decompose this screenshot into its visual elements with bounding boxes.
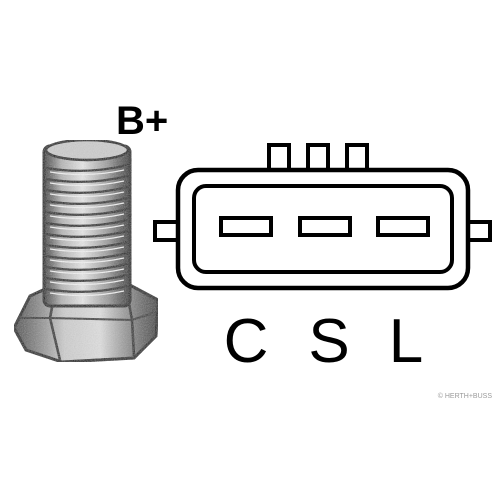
pin-label-s: S [308,307,349,376]
thread-highlight [49,224,125,231]
thread-line [45,196,129,205]
pin-slot-s [298,216,352,237]
connector-inner-cavity [192,184,454,274]
watermark: © HERTH+BUSS [438,392,493,400]
thread-line [45,185,129,194]
thread-line [45,207,129,216]
thread-highlight [49,191,125,198]
thread-line [45,262,129,271]
connector-tab [306,143,330,172]
b-plus-terminal-bolt [12,138,160,364]
thread-line [45,163,129,172]
thread-line [45,284,129,293]
thread-highlight [49,235,125,242]
connector-tab [345,143,369,172]
pin-slot-l [376,216,430,237]
thread-highlight [49,268,125,275]
thread-highlight [49,279,125,286]
pin-slot-c [219,216,273,237]
thread-line [45,174,129,183]
connector-housing [153,143,492,291]
thread-line [45,240,129,249]
thread-line [45,229,129,238]
thread-highlight [49,257,125,264]
thread-highlight [49,246,125,253]
thread-highlight [49,202,125,209]
thread-line [45,218,129,227]
pin-label-l: L [389,307,423,376]
thread-highlight [49,169,125,176]
connector-tab [267,143,291,172]
thread-highlight [49,213,125,220]
pin-label-c: C [224,307,269,376]
connector-outer-shell [175,167,471,291]
b-plus-label: B+ [116,99,168,143]
thread-line [45,273,129,282]
thread-highlight [49,290,125,297]
bolt-threads [45,163,129,297]
thread-highlight [49,180,125,187]
thread-line [45,251,129,260]
